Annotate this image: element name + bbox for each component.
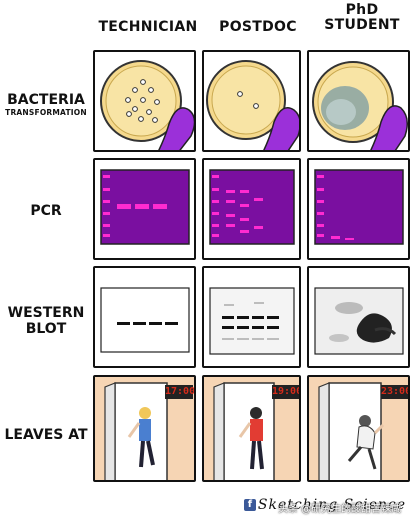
row-header-pcr: PCR bbox=[30, 203, 62, 219]
row-subtitle: TRANSFORMATION bbox=[5, 108, 87, 117]
petri-panel-postdoc bbox=[202, 50, 301, 152]
pcr-gel-technician bbox=[100, 169, 190, 245]
petri-dish-phd bbox=[312, 61, 408, 150]
row-title: BACTERIA bbox=[7, 92, 85, 108]
western-blot-postdoc bbox=[209, 287, 295, 355]
clock-postdoc: 19:00 bbox=[272, 385, 301, 399]
column-header-phd-student: PhD STUDENT bbox=[324, 2, 400, 33]
western-panel-technician bbox=[93, 266, 196, 368]
western-blot-phd bbox=[314, 287, 404, 355]
pcr-gel-postdoc bbox=[209, 169, 295, 245]
clock-phd: 23:00 bbox=[381, 385, 410, 399]
clock-technician: 17:00 bbox=[165, 386, 196, 397]
door-scene-technician bbox=[95, 377, 194, 480]
western-panel-postdoc bbox=[202, 266, 301, 368]
brand-name: Sketching Science bbox=[257, 497, 406, 513]
petri-panel-technician bbox=[93, 50, 196, 152]
watermark-text: 头条 @研究生的酸甜苦辣咸 bbox=[278, 504, 402, 515]
petri-dish-postdoc bbox=[206, 60, 299, 150]
row-header-leaves-at: LEAVES AT bbox=[4, 427, 88, 443]
leave-panel-phd: 23:00 bbox=[307, 375, 410, 482]
row-header-bacteria: BACTERIA TRANSFORMATION bbox=[4, 92, 88, 118]
petri-dish-technician bbox=[100, 60, 194, 150]
facebook-icon: f bbox=[243, 498, 256, 511]
column-header-technician: TECHNICIAN bbox=[98, 19, 198, 35]
leave-panel-postdoc: 19:00 bbox=[202, 375, 301, 482]
door-scene-postdoc bbox=[204, 377, 299, 480]
leave-panel-technician: 17:00 bbox=[93, 375, 196, 482]
row-header-western-blot: WESTERN BLOT bbox=[7, 305, 85, 337]
petri-panel-phd bbox=[307, 50, 410, 152]
pcr-gel-phd bbox=[314, 169, 404, 245]
western-blot-technician bbox=[100, 287, 190, 353]
pcr-panel-postdoc bbox=[202, 158, 301, 260]
pcr-panel-technician bbox=[93, 158, 196, 260]
column-header-postdoc: POSTDOC bbox=[219, 19, 297, 35]
pcr-panel-phd bbox=[307, 158, 410, 260]
western-panel-phd bbox=[307, 266, 410, 368]
